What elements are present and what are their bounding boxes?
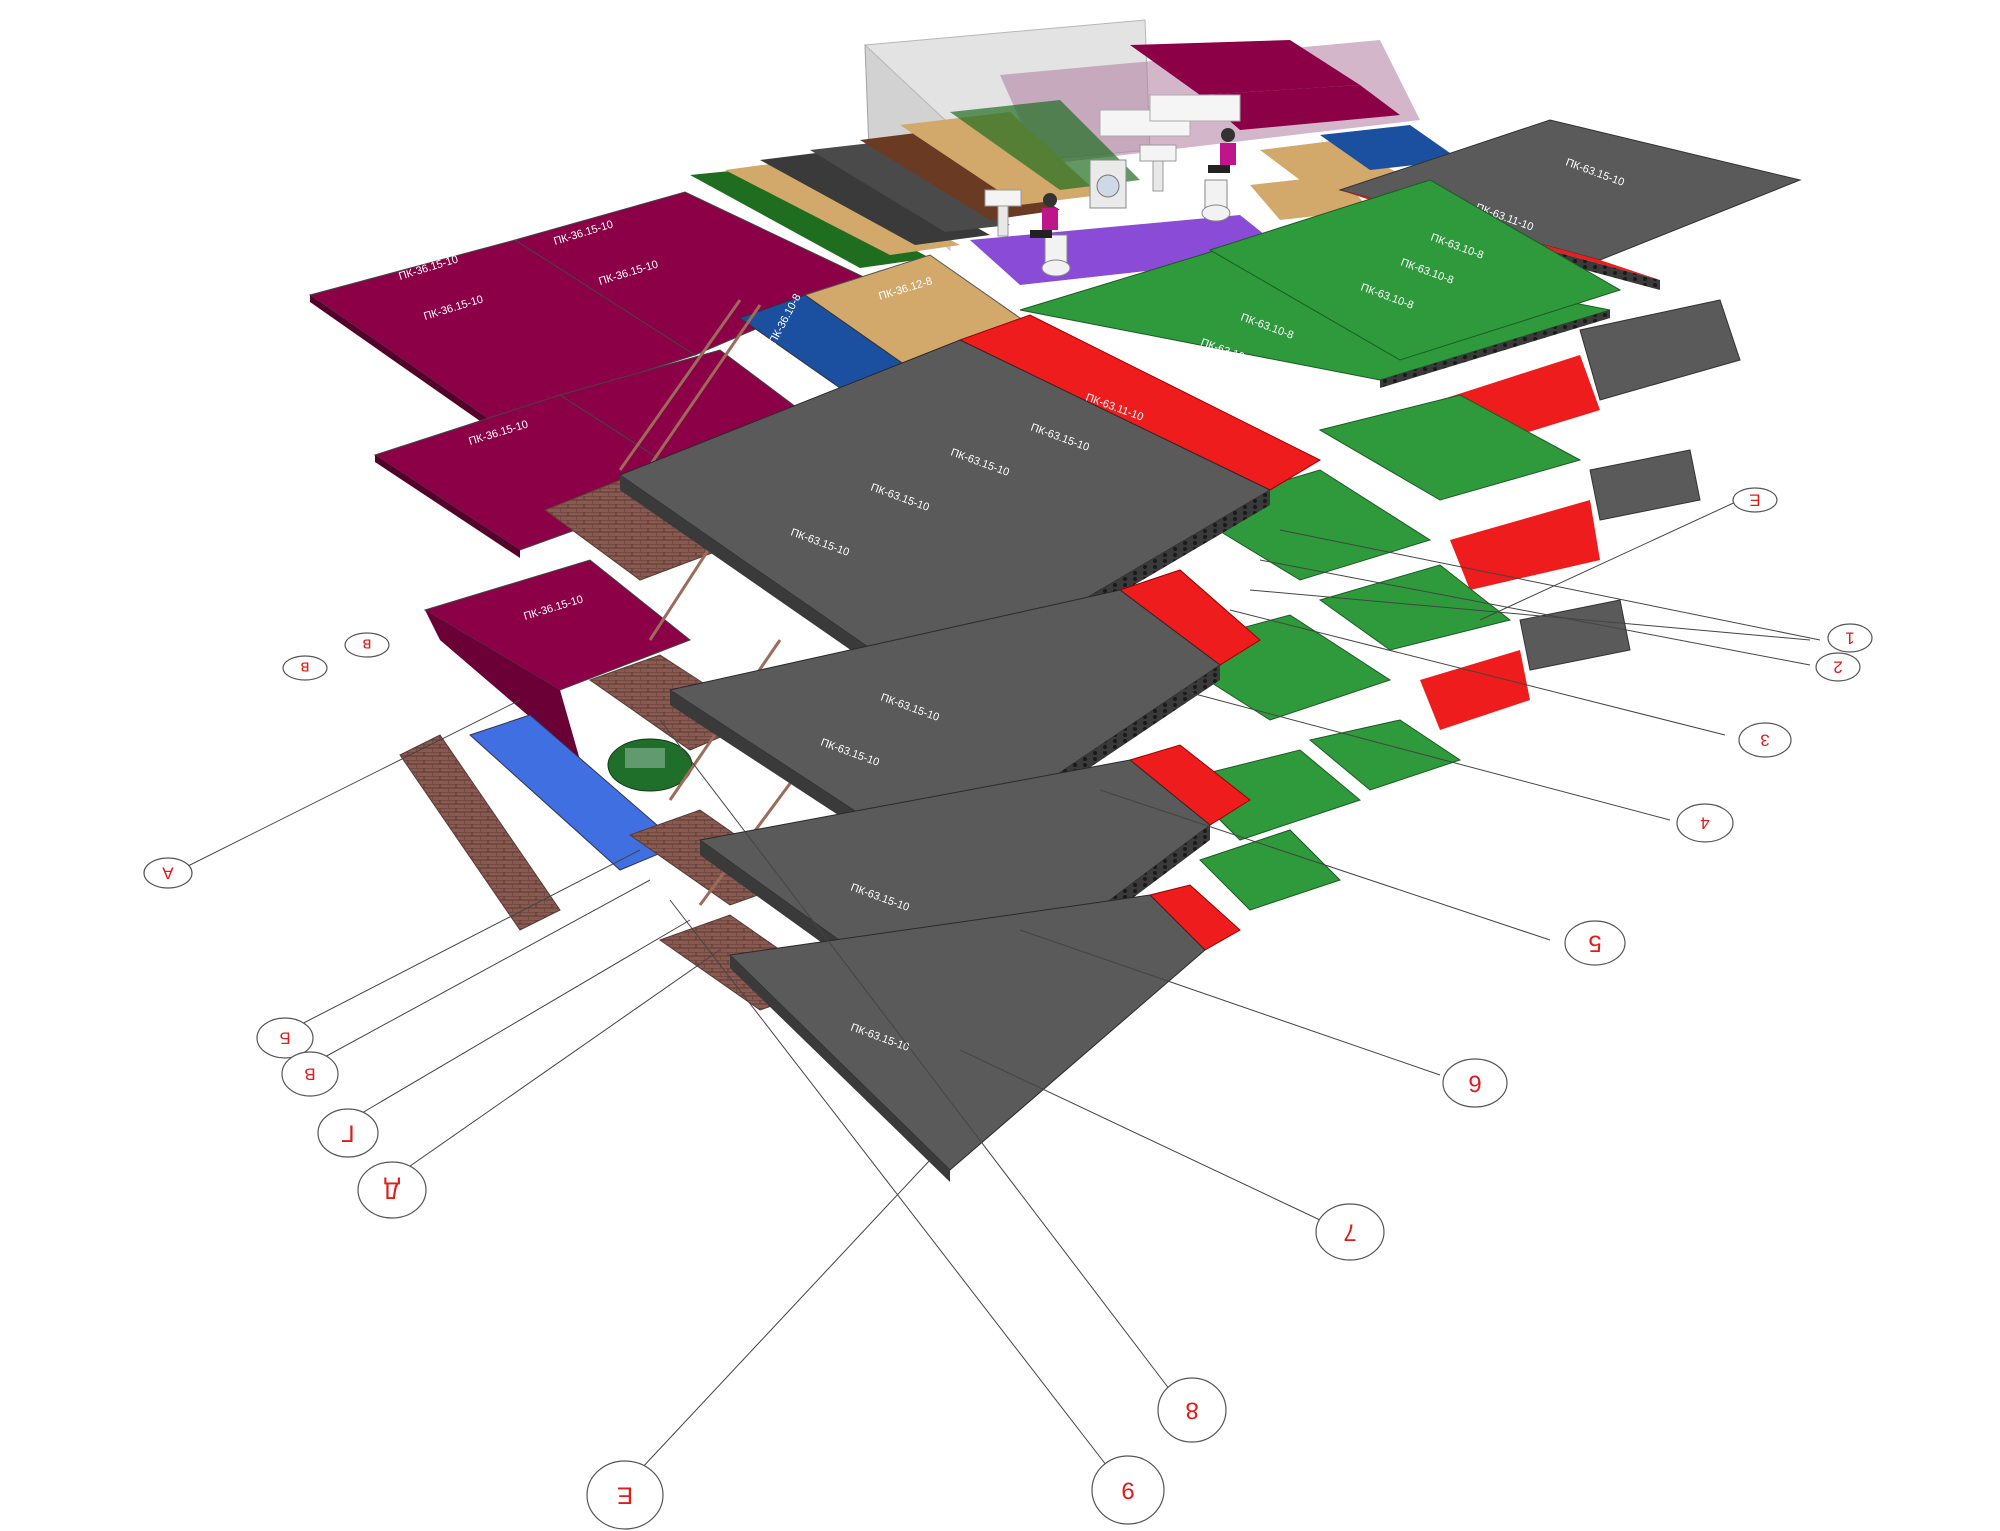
toilet-icon: [1201, 179, 1231, 222]
green-slab: [1208, 179, 1622, 361]
axis-bubble-g: Г: [317, 1108, 379, 1158]
svg-text:3: 3: [1760, 731, 1769, 750]
svg-text:9: 9: [1121, 1477, 1134, 1504]
washing-machine-icon: [1089, 159, 1127, 209]
svg-text:Д: Д: [384, 1177, 400, 1204]
svg-text:4: 4: [1700, 814, 1709, 833]
axis-bubble-6: 6: [1442, 1058, 1508, 1108]
person-icon: [1030, 193, 1058, 238]
top-floor-rooms: [690, 19, 1460, 285]
axis-bubble-8: 8: [1157, 1377, 1227, 1443]
svg-text:6: 6: [1468, 1070, 1481, 1097]
axis-bubble-small-2: в: [344, 632, 390, 658]
sink-icon: [1139, 144, 1177, 192]
svg-text:1: 1: [1845, 629, 1854, 648]
svg-text:Б: Б: [279, 1029, 290, 1048]
svg-text:8: 8: [1185, 1397, 1198, 1424]
svg-text:2: 2: [1833, 658, 1842, 677]
axis-leaders: [179, 499, 1821, 1471]
axis-bubble-2: 2: [1815, 652, 1861, 682]
svg-text:Г: Г: [342, 1120, 355, 1147]
axis-bubble-1: 1: [1827, 623, 1873, 653]
axis-bubble-d: Д: [357, 1161, 427, 1219]
axis-bubble-e: Е: [586, 1460, 664, 1530]
parking-area: [469, 714, 693, 871]
axis-bubble-7: 7: [1315, 1203, 1385, 1261]
person-icon: [1208, 128, 1236, 173]
magenta-slab: [423, 559, 691, 691]
green-slab-stack: ПК-63.10-8 ПК-63.10-8 ПК-63.10-8 ПК-63.1…: [1019, 179, 1622, 911]
axis-bubble-small-1: в: [282, 655, 328, 681]
axis-bubble-v: В: [281, 1051, 339, 1097]
axis-bubble-b: Б: [256, 1017, 314, 1059]
svg-text:в: в: [300, 659, 309, 678]
axis-bubble-9: 9: [1091, 1455, 1165, 1525]
svg-text:в: в: [362, 636, 371, 655]
axis-bubble-a: А: [143, 857, 193, 889]
svg-text:В: В: [304, 1065, 315, 1084]
axis-bubble-4: 4: [1676, 803, 1734, 843]
axis-bubble-3: 3: [1738, 722, 1792, 758]
axis-bubbles: 1 2 3 4 5 6 7 8 9 А Б В Г Д Е в в Е: [143, 487, 1873, 1530]
toilet-icon: [1041, 234, 1071, 277]
sink-icon: [984, 189, 1022, 237]
svg-text:А: А: [162, 864, 174, 883]
svg-text:5: 5: [1588, 930, 1601, 957]
svg-text:Е: Е: [617, 1482, 633, 1509]
axis-bubble-5: 5: [1564, 920, 1626, 966]
car-icon: [607, 738, 693, 792]
axis-bubble-small-3: Е: [1732, 487, 1778, 513]
front-gray-slab-stack: ПК-63.11-10 ПК-63.15-10 ПК-63.15-10 ПК-6…: [618, 314, 1322, 1182]
svg-text:7: 7: [1343, 1219, 1356, 1246]
svg-text:Е: Е: [1749, 491, 1760, 510]
